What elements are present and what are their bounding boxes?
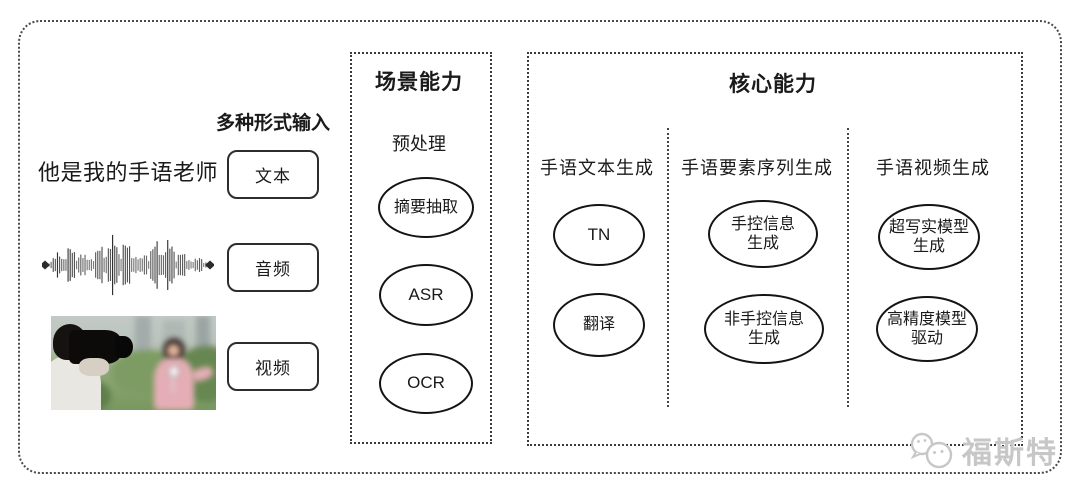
photo-building bbox=[135, 316, 151, 358]
photo-microphone-stick bbox=[172, 375, 174, 393]
photo-camera-lens bbox=[115, 336, 133, 358]
core-box-title: 核心能力 bbox=[729, 73, 817, 96]
video-input-box: 视频 bbox=[227, 342, 319, 391]
node-hyperrealistic-model-generation: 超写实模型 生成 bbox=[878, 204, 980, 270]
scene-box-subtitle: 预处理 bbox=[392, 134, 446, 154]
core-capability-box bbox=[527, 52, 1023, 446]
column-separator bbox=[847, 128, 849, 407]
column-separator bbox=[667, 128, 669, 407]
node-tn: TN bbox=[553, 204, 645, 266]
column-title-sign-text-generation: 手语文本生成 bbox=[540, 158, 654, 178]
node-ocr: OCR bbox=[379, 353, 473, 414]
input-section-title: 多种形式输入 bbox=[215, 113, 330, 134]
text-input-label: 文本 bbox=[255, 167, 291, 186]
watermark: 福斯特 bbox=[908, 428, 1058, 472]
text-input-sample: 他是我的手语老师 bbox=[38, 160, 219, 185]
photo-microphone bbox=[169, 366, 179, 377]
node-asr: ASR bbox=[379, 264, 473, 326]
text-input-box: 文本 bbox=[227, 150, 319, 199]
scene-box-title: 场景能力 bbox=[375, 71, 463, 94]
scene-capability-box bbox=[350, 52, 492, 444]
column-title-sign-video-generation: 手语视频生成 bbox=[876, 158, 990, 178]
watermark-bubbles-icon bbox=[910, 432, 953, 469]
video-input-label: 视频 bbox=[255, 359, 291, 378]
photo-cameraman-arm bbox=[79, 358, 109, 376]
watermark-text: 福斯特 bbox=[962, 437, 1058, 470]
node-non-manual-info-generation: 非手控信息 生成 bbox=[704, 294, 824, 364]
node-summary-extraction: 摘要抽取 bbox=[378, 177, 474, 238]
node-translation: 翻译 bbox=[553, 293, 645, 357]
outer-dotted-frame bbox=[18, 20, 1062, 474]
audio-waveform-icon bbox=[42, 234, 214, 296]
audio-input-box: 音频 bbox=[227, 243, 319, 292]
video-thumbnail bbox=[51, 316, 216, 410]
node-manual-info-generation: 手控信息 生成 bbox=[708, 200, 818, 268]
column-title-sign-element-sequence-generation: 手语要素序列生成 bbox=[681, 158, 833, 178]
node-high-precision-model-driving: 高精度模型 驱动 bbox=[876, 296, 978, 362]
photo-building bbox=[196, 316, 210, 352]
audio-input-label: 音频 bbox=[255, 260, 291, 279]
photo-reporter-face bbox=[167, 344, 180, 357]
